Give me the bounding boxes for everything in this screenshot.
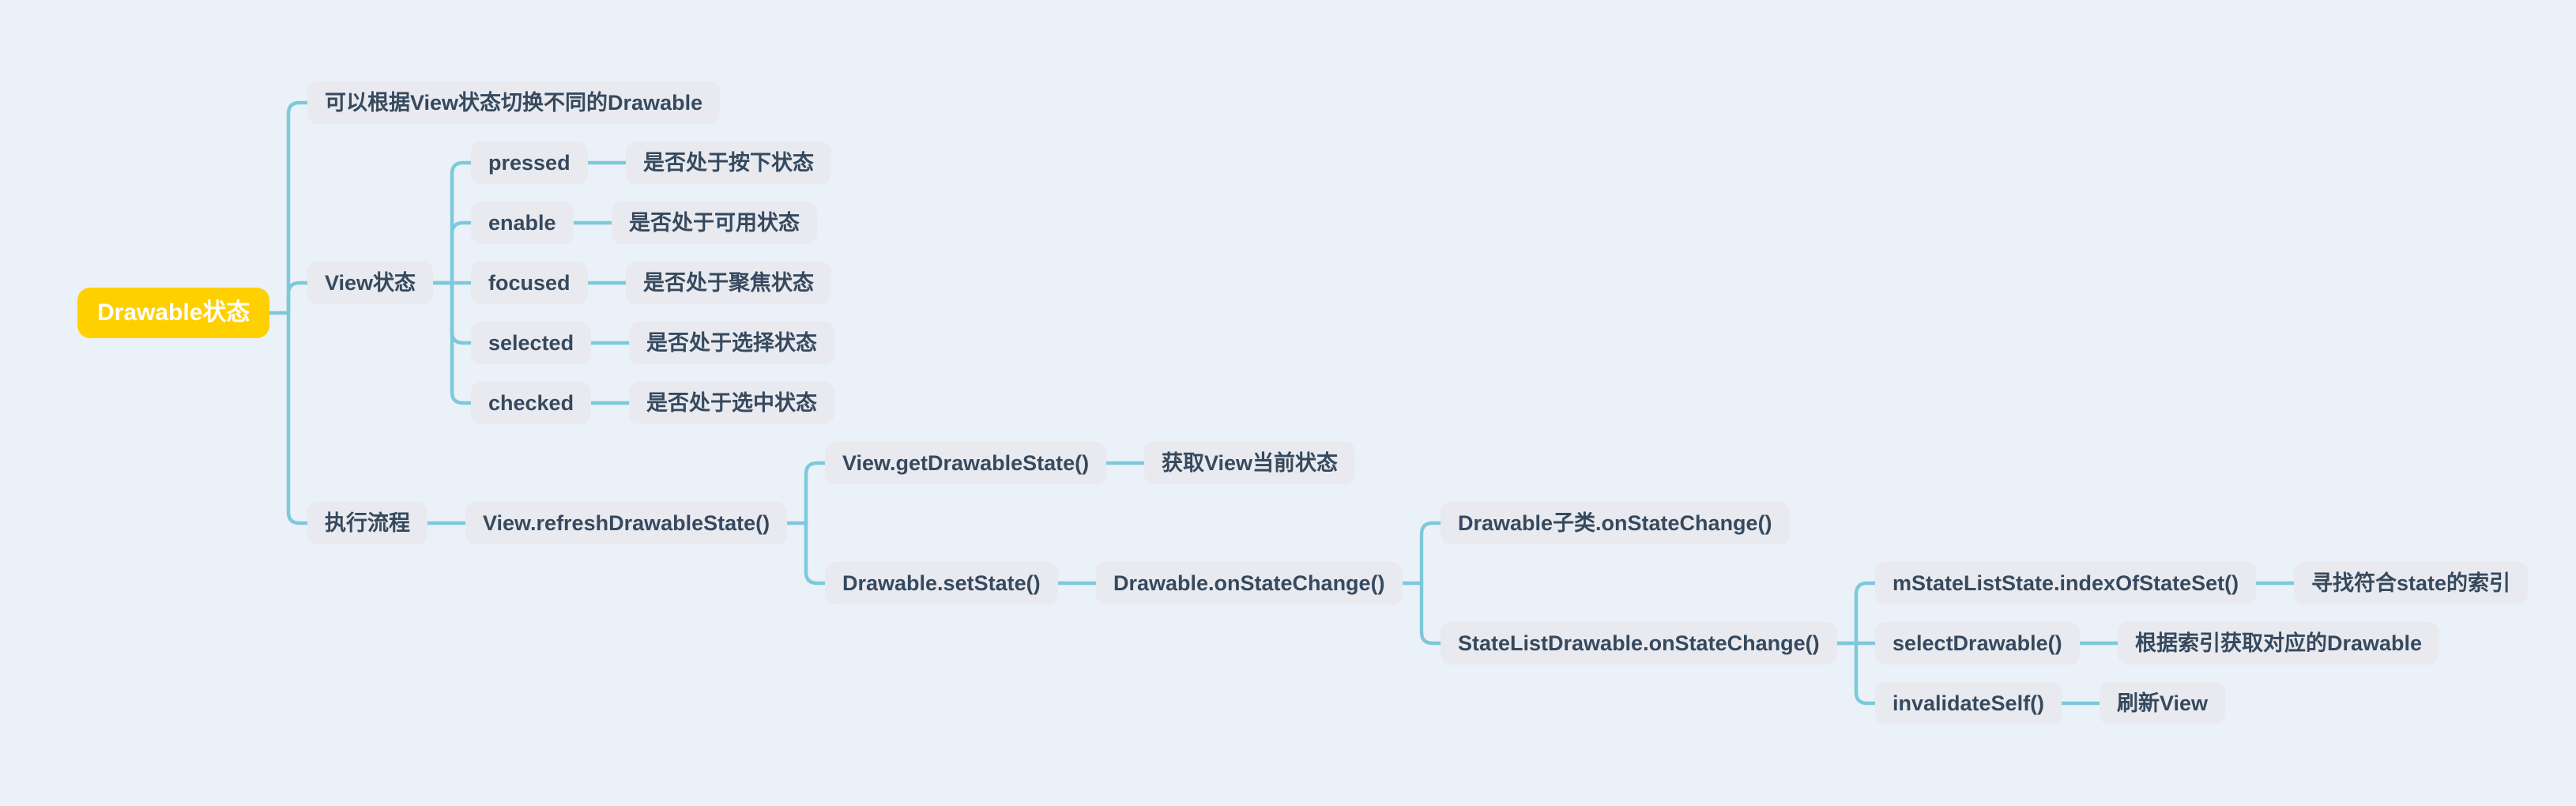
node-root-drawable-state[interactable]: Drawable状态 [77,288,270,338]
node-checked[interactable]: checked [471,382,592,424]
node-view-refresh-drawable-state[interactable]: View.refreshDrawableState() [465,502,788,544]
node-index-of-state-set[interactable]: mStateListState.indexOfStateSet() [1875,562,2257,604]
node-desc-switch-drawable[interactable]: 可以根据View状态切换不同的Drawable [307,81,721,124]
node-drawable-on-state-change[interactable]: Drawable.onStateChange() [1096,562,1403,604]
node-invalidate-self[interactable]: invalidateSelf() [1875,682,2062,725]
connector [804,461,827,525]
connector [286,281,310,315]
node-state-list-drawable-on-state-change[interactable]: StateListDrawable.onStateChange() [1441,622,1837,665]
node-get-state-desc[interactable]: 获取View当前状态 [1144,442,1356,484]
node-view-get-drawable-state[interactable]: View.getDrawableState() [825,442,1107,484]
node-checked-desc[interactable]: 是否处于选中状态 [629,382,834,424]
connector [804,521,827,586]
node-enable[interactable]: enable [471,202,574,244]
node-focused-desc[interactable]: 是否处于聚焦状态 [626,262,831,304]
node-pressed[interactable]: pressed [471,141,588,184]
connector [1419,581,1443,646]
node-exec-flow[interactable]: 执行流程 [307,502,427,544]
connector [450,160,473,285]
node-drawable-subclass-on-state-change[interactable]: Drawable子类.onStateChange() [1441,502,1790,544]
node-index-of-state-set-desc[interactable]: 寻找符合state的索引 [2294,562,2529,604]
connector [286,311,310,525]
connector [1419,521,1443,586]
connector [450,281,473,345]
connector [450,281,473,405]
node-focused[interactable]: focused [471,262,588,304]
node-select-drawable-desc[interactable]: 根据索引获取对应的Drawable [2118,622,2440,665]
node-enable-desc[interactable]: 是否处于可用状态 [612,202,817,244]
node-pressed-desc[interactable]: 是否处于按下状态 [626,141,831,184]
connector [286,100,310,315]
node-view-state[interactable]: View状态 [307,262,434,304]
connector [1854,581,1877,646]
connector [1854,641,1877,706]
node-invalidate-self-desc[interactable]: 刷新View [2100,682,2226,725]
node-selected[interactable]: selected [471,322,592,364]
node-select-drawable[interactable]: selectDrawable() [1875,622,2080,665]
node-drawable-set-state[interactable]: Drawable.setState() [825,562,1058,604]
node-selected-desc[interactable]: 是否处于选择状态 [629,322,834,364]
connector [450,220,473,285]
